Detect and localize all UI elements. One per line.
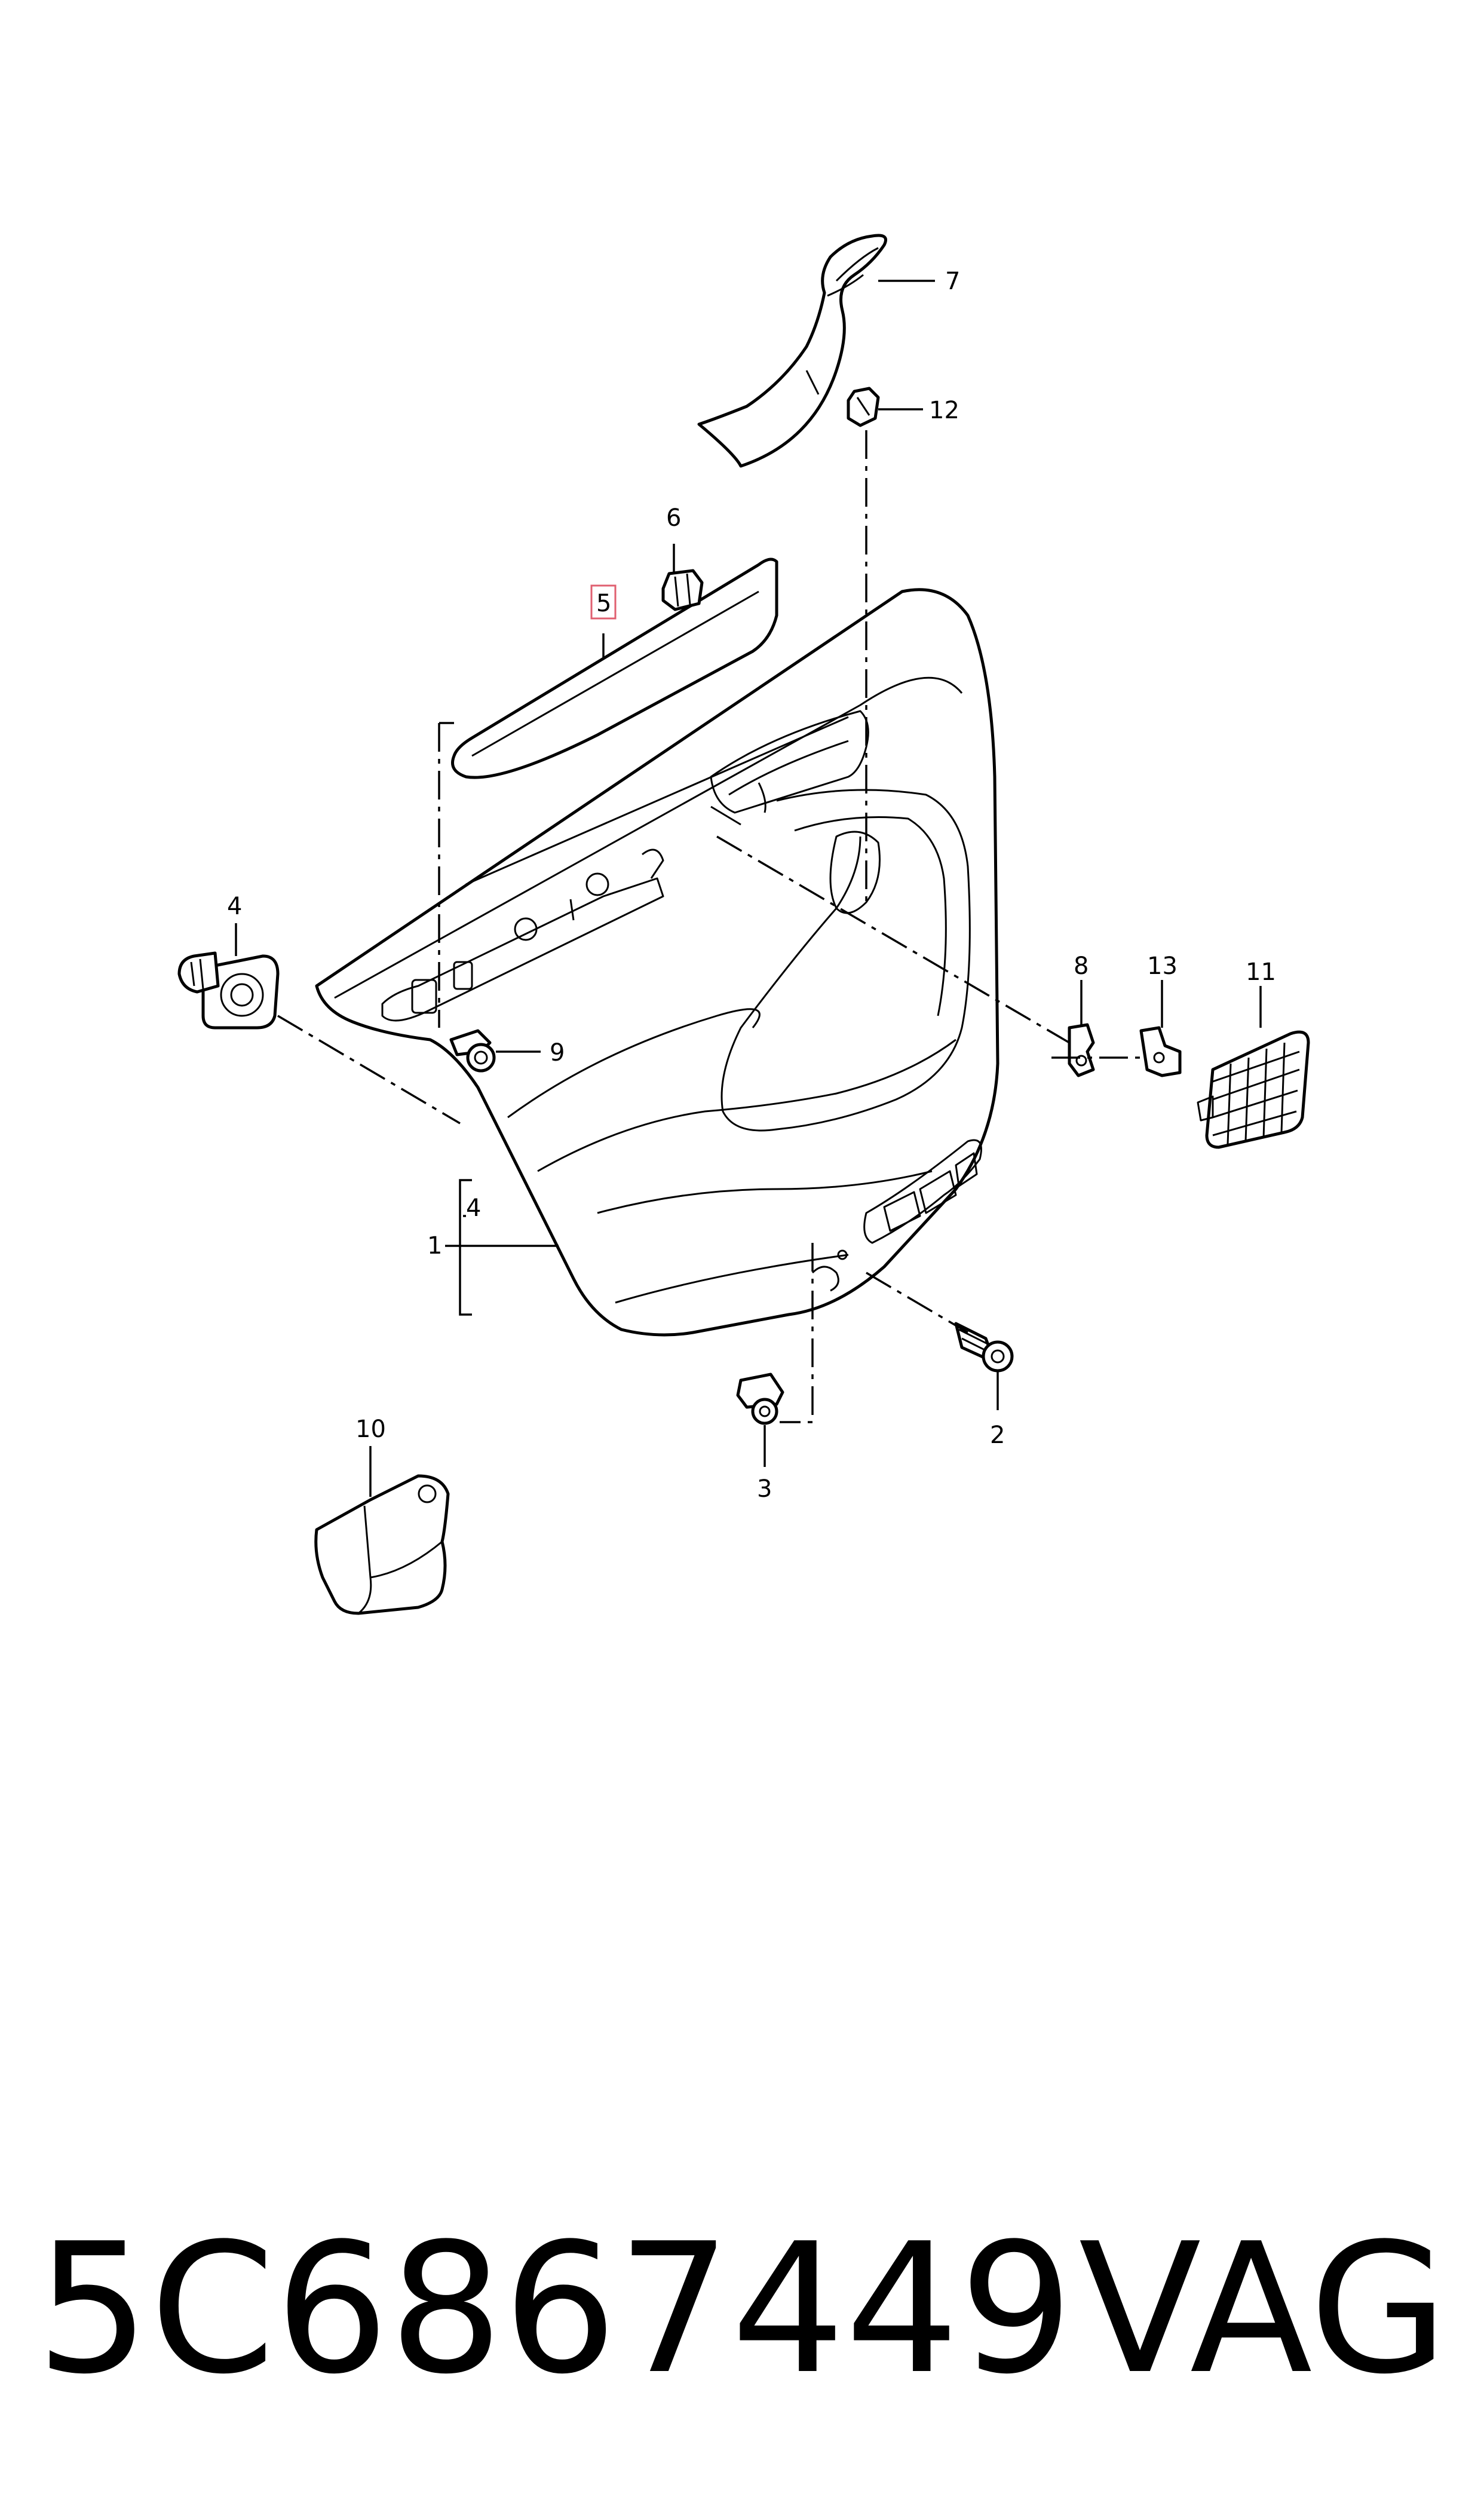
callout-3: 3 [757, 1475, 772, 1503]
callout-8: 8 [1074, 952, 1089, 980]
callout-10: 10 [355, 1416, 386, 1443]
callout-12: 12 [929, 397, 959, 424]
clip-nut-part-13 [1139, 1026, 1182, 1077]
callout-9: 9 [550, 1039, 565, 1067]
callout-4-top: 4 [227, 893, 242, 920]
expanding-clip-part-3 [736, 1373, 784, 1425]
bracket-part-10 [314, 1474, 450, 1615]
assembly-lines [277, 430, 1147, 1423]
callout-11: 11 [1246, 958, 1276, 986]
screw-part-9 [449, 1029, 496, 1073]
callout-5-highlight [590, 584, 617, 620]
callout-1: 1 [427, 1232, 442, 1260]
callout-2: 2 [990, 1422, 1005, 1449]
part-number: 5C6867449 [36, 2205, 1074, 2413]
clip-part-8 [1068, 1023, 1095, 1077]
door-trim-panel [315, 588, 999, 1337]
rosette-clip-part-4 [177, 951, 280, 1030]
upper-trim-strip [451, 557, 778, 779]
clip-part-6 [661, 569, 704, 611]
callout-6: 6 [666, 504, 681, 532]
callout-13: 13 [1147, 952, 1178, 980]
callout-7: 7 [945, 268, 960, 295]
callout-4-bracket: 4 [466, 1194, 481, 1222]
handle-cover-part-7 [697, 234, 887, 468]
leader-lines [235, 280, 1262, 1497]
speaker-grille-part-11 [1197, 1030, 1310, 1149]
screw-part-2 [954, 1322, 1014, 1373]
brand-name: VAG [1078, 2205, 1448, 2413]
clip-part-12 [847, 387, 880, 427]
callout-5: 5 [596, 590, 611, 617]
callout-labels: 7 12 6 5 4 9 8 13 11 4 1 2 3 10 [227, 268, 1276, 1503]
